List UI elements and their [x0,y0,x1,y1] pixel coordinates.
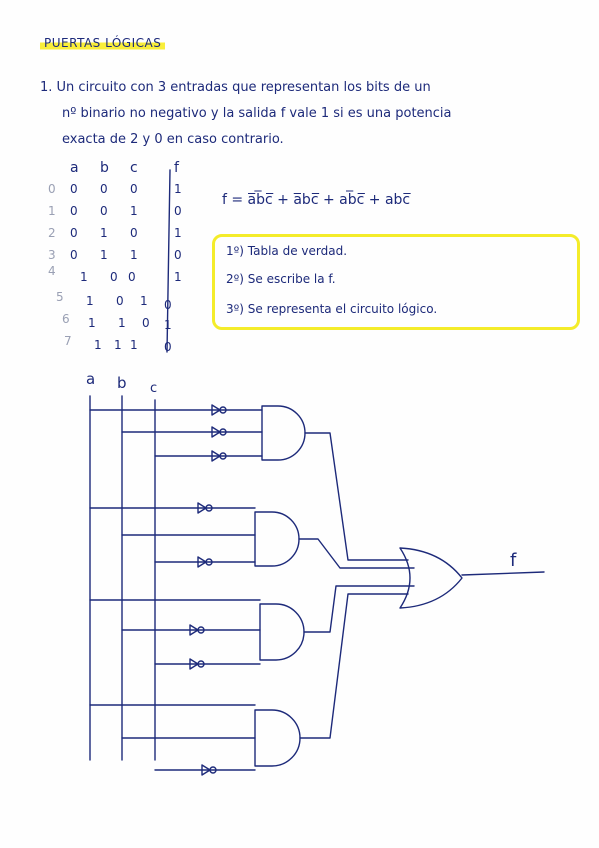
cell-b: 1 [100,248,108,262]
or-gate [399,547,463,609]
row-index: 7 [64,334,72,348]
input-label-a: a [86,370,95,388]
row-index: 1 [48,204,56,218]
cell-f: 1 [174,270,182,284]
and-gate-3 [259,603,305,661]
step-1: 1º) Tabla de verdad. [226,244,348,258]
table-divider [166,169,171,353]
and-gate-4 [254,709,301,767]
output-label-f: f [510,550,517,571]
cell-c: 1 [140,294,148,308]
cell-a: 1 [88,316,96,330]
cell-b: 0 [116,294,124,308]
cell-a: 0 [70,248,78,262]
step-3: 3º) Se representa el circuito lógico. [226,302,438,316]
row-index: 2 [48,226,56,240]
cell-f: 0 [164,340,172,354]
cell-c: 1 [130,248,138,262]
not-gate [189,404,227,776]
cell-c: 0 [142,316,150,330]
cell-f: 0 [174,204,182,218]
table-header-f: f [174,160,179,176]
problem-line-1: 1. Un circuito con 3 entradas que repres… [40,80,431,95]
cell-a: 1 [80,270,88,284]
row-index: 0 [48,182,56,196]
cell-c: 1 [130,204,138,218]
input-label-b: b [117,374,127,392]
cell-f: 1 [174,226,182,240]
cell-f: 0 [174,248,182,262]
row-index: 6 [62,312,70,326]
cell-a: 0 [70,182,78,196]
cell-b: 0 [100,204,108,218]
cell-c: 1 [130,338,138,352]
cell-b: 1 [100,226,108,240]
output-wire [461,571,545,576]
cell-c: 0 [130,182,138,196]
page-title: PUERTAS LÓGICAS [40,36,166,50]
cell-a: 1 [94,338,102,352]
input-label-c: c [150,381,157,396]
cell-c: 0 [130,226,138,240]
cell-c: 0 [128,270,136,284]
and-gate-1 [261,405,306,461]
and-gate-2 [254,511,300,567]
row-index: 3 [48,248,56,262]
cell-a: 0 [70,204,78,218]
cell-b: 1 [114,338,122,352]
problem-line-3: exacta de 2 y 0 en caso contrario. [62,132,284,147]
table-header-a: a [70,160,79,176]
row-index: 5 [56,290,64,304]
table-header-b: b [100,160,109,176]
cell-b: 0 [100,182,108,196]
boolean-formula: f = a̅b̅c̅ + a̅bc̅ + ab̅c̅ + abc̅ [222,192,411,208]
cell-b: 0 [110,270,118,284]
steps-note [212,234,580,330]
row-index: 4 [48,264,56,278]
cell-a: 1 [86,294,94,308]
cell-a: 0 [70,226,78,240]
step-2: 2º) Se escribe la f. [226,272,336,286]
table-header-c: c [130,160,138,176]
cell-b: 1 [118,316,126,330]
cell-f: 1 [174,182,182,196]
problem-line-2: nº binario no negativo y la salida f val… [62,106,452,121]
